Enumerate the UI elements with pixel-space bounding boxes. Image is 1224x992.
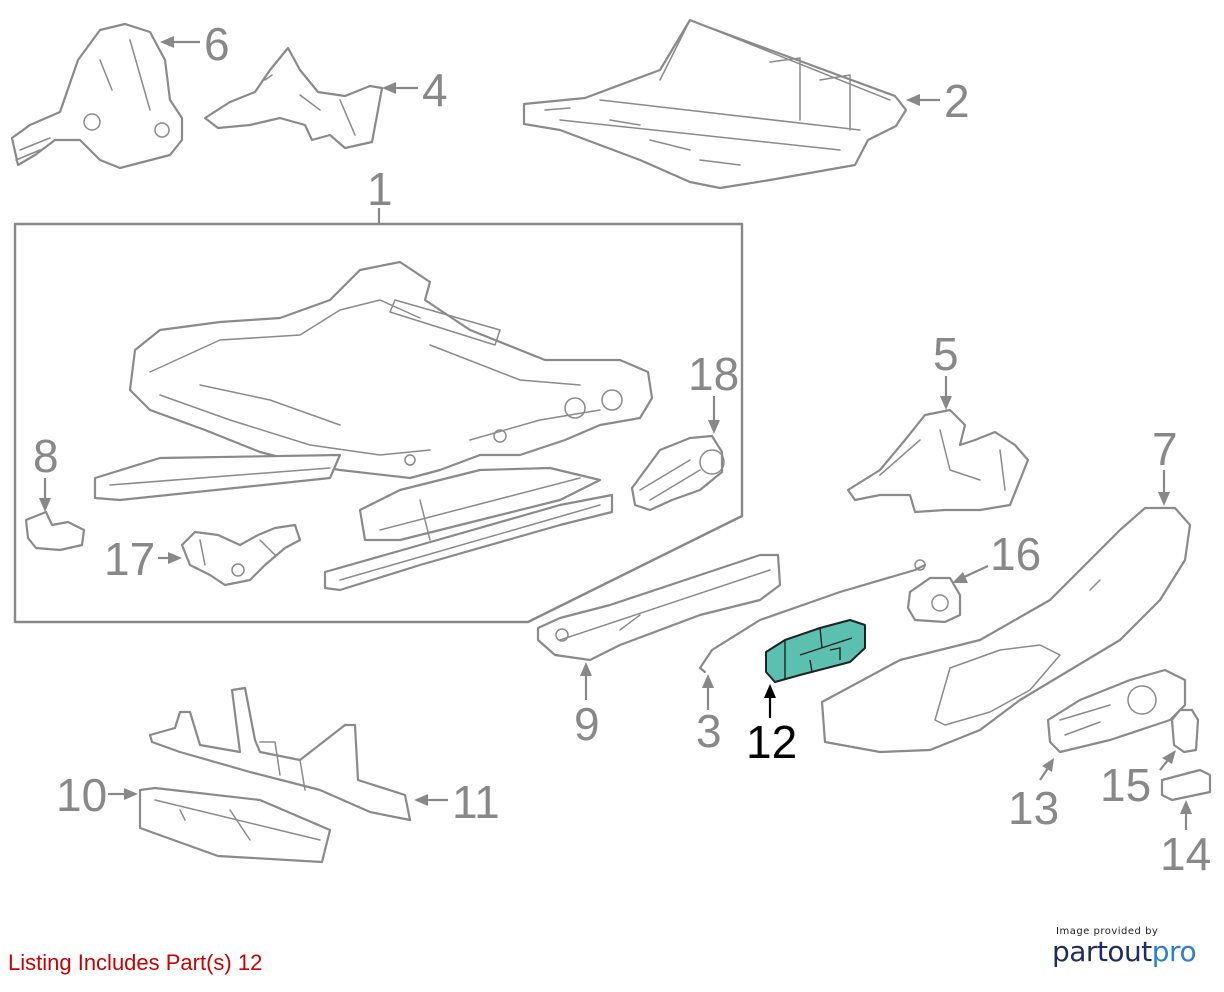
- callout-5: 5: [933, 328, 959, 380]
- part-17-motor: [180, 523, 302, 587]
- image-credit-logo: Image provided by partoutpro: [1052, 926, 1212, 967]
- part-1-frame-box: [13, 222, 744, 624]
- partoutpro-logo: partoutpro: [1052, 937, 1212, 967]
- callout-10: 10: [56, 769, 107, 821]
- part-15-knob: [1170, 708, 1200, 754]
- part-4-bracket: [203, 46, 384, 150]
- part-3-cable: [698, 559, 927, 674]
- callout-11: 11: [452, 776, 500, 828]
- callout-1: 1: [367, 163, 393, 215]
- seat-frame-assembly: [93, 260, 654, 592]
- callout-labels: 6 4 2 1 18 5 8 7 17 16 9 3 12 10 11 15 1…: [33, 18, 1211, 880]
- part-7-side-trim: [820, 506, 1192, 754]
- part-2-lower-cover: [522, 18, 908, 190]
- part-10-module: [138, 786, 332, 864]
- callout-6: 6: [204, 18, 230, 70]
- part-6-side-shield: [10, 22, 184, 170]
- part-18-motor: [630, 434, 725, 512]
- callout-9: 9: [574, 698, 600, 750]
- callout-4: 4: [422, 64, 448, 116]
- callout-18: 18: [688, 348, 739, 400]
- part-11-bracket: [148, 686, 412, 822]
- part-9-cover: [536, 553, 782, 662]
- callout-16: 16: [990, 528, 1041, 580]
- part-5-adjuster: [846, 408, 1030, 514]
- part-14-knob: [1160, 768, 1212, 802]
- callout-7: 7: [1152, 423, 1178, 475]
- callout-3: 3: [696, 705, 722, 757]
- part-12-switch-highlighted: [765, 619, 866, 683]
- callout-8: 8: [33, 430, 59, 482]
- callout-13: 13: [1008, 782, 1059, 834]
- brand-part-1: partout: [1052, 935, 1152, 968]
- credit-caption: Image provided by: [1056, 926, 1159, 937]
- callout-12: 12: [746, 716, 797, 768]
- leader-lines: [39, 36, 1192, 830]
- callout-17: 17: [104, 533, 155, 585]
- callout-15: 15: [1100, 759, 1151, 811]
- brand-part-2: pro: [1151, 935, 1197, 968]
- part-13-switch-bezel: [1046, 668, 1187, 754]
- listing-includes-text: Listing Includes Part(s) 12: [8, 950, 263, 975]
- part-8-clip: [24, 510, 86, 552]
- callout-2: 2: [944, 75, 970, 127]
- part-16-component: [906, 576, 962, 624]
- callout-14: 14: [1160, 828, 1211, 880]
